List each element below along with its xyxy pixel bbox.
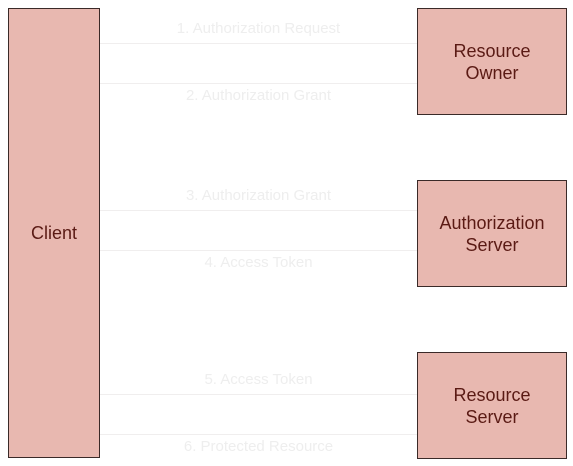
resource-server-label-line1: Resource: [453, 384, 531, 405]
flow-4-label: 4. Access Token: [204, 254, 313, 271]
resource-owner-box: Resource Owner: [417, 8, 567, 115]
authorization-server-box: Authorization Server: [417, 180, 567, 287]
resource-owner-label-line1: Resource: [453, 40, 531, 61]
flow-2-label: 2. Authorization Grant: [185, 87, 332, 104]
flow-6-label: 6. Protected Resource: [183, 438, 334, 455]
flow-1-label: 1. Authorization Request: [176, 20, 341, 37]
resource-owner-label-line2: Owner: [465, 62, 519, 83]
client-box: Client: [8, 8, 100, 458]
flow-3-label: 3. Authorization Grant: [185, 187, 332, 204]
resource-server-box: Resource Server: [417, 352, 567, 459]
client-label: Client: [30, 223, 78, 243]
flow-3-arrow: [100, 210, 417, 211]
flow-6-arrow: [100, 434, 417, 435]
flow-5-label: 5. Access Token: [204, 371, 313, 388]
authorization-server-label-line1: Authorization: [439, 212, 545, 233]
flow-5-arrow: [100, 394, 417, 395]
resource-server-label-line2: Server: [465, 406, 519, 427]
flow-1-arrow: [100, 43, 417, 44]
flow-2-arrow: [100, 83, 417, 84]
flow-4-arrow: [100, 250, 417, 251]
authorization-server-label-line2: Server: [465, 234, 519, 255]
